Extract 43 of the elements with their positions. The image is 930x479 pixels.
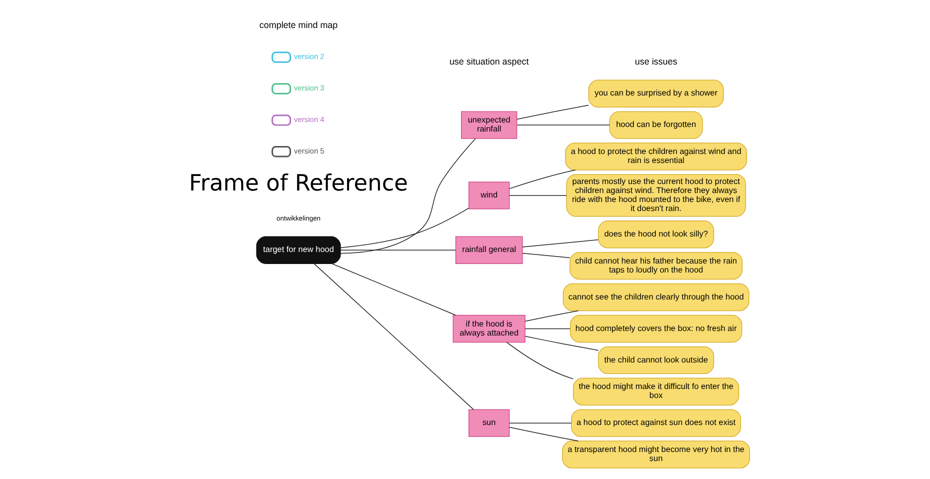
node-box: the child cannot look outside — [598, 346, 714, 374]
connector — [508, 169, 576, 189]
connector — [524, 335, 598, 350]
connector — [508, 422, 572, 423]
connector — [313, 262, 474, 410]
label: use issues — [634, 56, 677, 66]
connector — [522, 252, 570, 258]
connector — [330, 262, 456, 315]
connector — [340, 207, 469, 248]
connector — [524, 310, 578, 322]
node-box: target for new hood — [256, 236, 340, 264]
node-box: if the hood is always attached — [452, 314, 525, 342]
legend-label: version 2 — [294, 52, 324, 61]
node-box: a hood to protect against sun does not exist — [570, 408, 741, 436]
node-box: hood can be forgotten — [608, 110, 702, 138]
connector — [340, 138, 476, 254]
legend-label: version 5 — [294, 146, 324, 156]
node-box: sun — [468, 408, 510, 436]
node-box: a transparent hood might become very hot in the sun — [562, 440, 750, 468]
label: use situation aspect — [448, 56, 528, 66]
node-box: hood completely covers the box: no fresh air — [569, 314, 742, 342]
connector — [506, 341, 574, 379]
connector — [340, 249, 456, 250]
node-box: wind — [468, 181, 510, 209]
node-box: you can be surprised by a shower — [588, 79, 724, 107]
legend-label: version 3 — [294, 83, 324, 92]
legend-label: version 4 — [294, 114, 324, 124]
label: complete mind map — [258, 19, 338, 30]
node-box: rainfall general — [454, 236, 522, 264]
node-box: cannot see the children clearly through the hood — [562, 282, 749, 311]
connector — [524, 328, 570, 329]
node-box: a hood to protect the children against wind and rain is essential — [564, 142, 747, 170]
node-box: parents mostly use the current hood to protect children against wind. Therefore they always ride with the hood mounted to the bike, even if it doesn't rain. — [566, 174, 746, 216]
node-box: does the hood not look silly? — [598, 220, 714, 248]
label: Frame of Reference — [188, 170, 408, 196]
connector — [516, 124, 610, 125]
connector — [522, 238, 598, 247]
node-box: unexpected rainfall — [460, 110, 517, 138]
node-box: child cannot hear his father because the rain taps to loudly on the hood — [569, 251, 742, 280]
connector — [508, 194, 566, 196]
connector — [516, 104, 588, 120]
node-box: the hood might make it difficult fo enter the box — [572, 377, 739, 405]
connector — [508, 426, 578, 441]
